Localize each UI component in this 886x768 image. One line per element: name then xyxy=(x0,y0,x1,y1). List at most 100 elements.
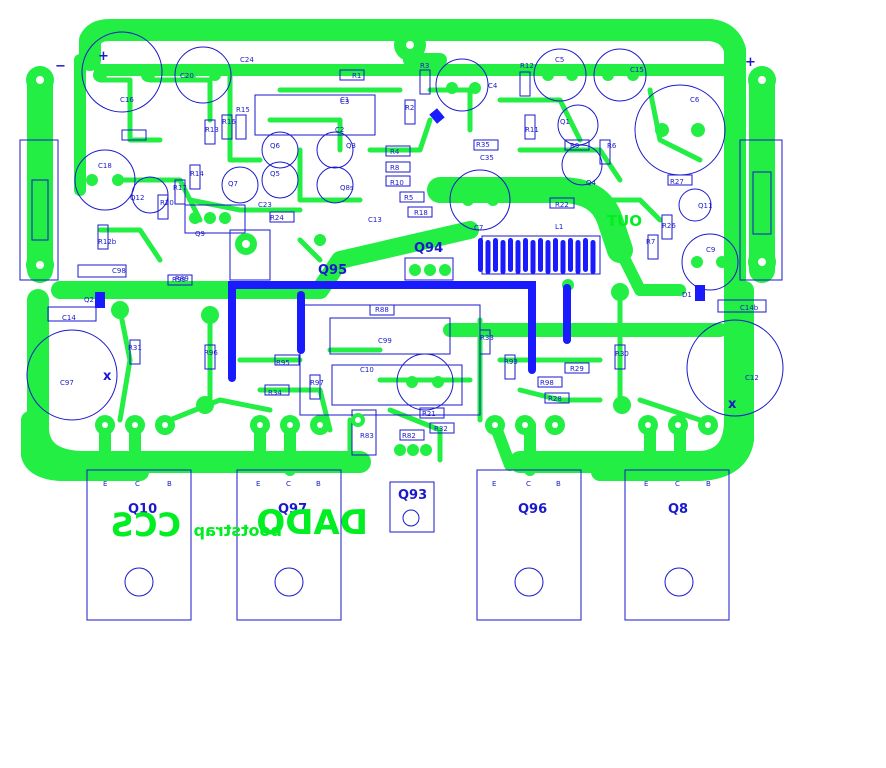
cap-pads xyxy=(86,68,728,388)
right-connector xyxy=(739,139,783,281)
svg-text:R97: R97 xyxy=(310,379,324,387)
svg-text:Q4: Q4 xyxy=(586,179,597,187)
svg-text:Q5: Q5 xyxy=(270,170,280,178)
svg-text:C: C xyxy=(135,480,140,488)
svg-text:R9: R9 xyxy=(570,142,579,150)
svg-text:R29: R29 xyxy=(570,365,584,373)
cap-c15 xyxy=(593,48,647,102)
svg-text:C12: C12 xyxy=(745,374,759,382)
out-trace xyxy=(614,244,686,296)
svg-text:R95: R95 xyxy=(276,359,290,367)
cap-c5 xyxy=(533,48,587,102)
cap-c20 xyxy=(174,46,232,104)
svg-text:R26: R26 xyxy=(662,222,676,230)
svg-text:R16: R16 xyxy=(222,118,236,126)
minus-left: − xyxy=(55,59,66,74)
q95-label: Q95 xyxy=(318,263,347,278)
svg-text:Q8s: Q8s xyxy=(340,184,354,192)
svg-text:Q97: Q97 xyxy=(278,502,307,517)
component-labels: C16 C20 C24 R1 R3 C4 C3 R12 C5 C15 C6 R1… xyxy=(60,56,759,440)
svg-text:C20: C20 xyxy=(180,72,194,80)
svg-text:R98: R98 xyxy=(540,379,554,387)
svg-text:E: E xyxy=(644,480,648,488)
svg-text:R21: R21 xyxy=(422,410,436,418)
cap-c6 xyxy=(634,84,726,176)
svg-text:D1: D1 xyxy=(682,291,692,299)
svg-text:Q3: Q3 xyxy=(346,142,356,150)
svg-text:C10: C10 xyxy=(360,366,374,374)
svg-text:R13: R13 xyxy=(205,126,219,134)
power-transistor-labels: E C B Q10 E C B Q97 E C B Q96 E C B Q8 xyxy=(103,480,711,517)
svg-text:Q8: Q8 xyxy=(668,502,688,517)
svg-text:R10: R10 xyxy=(390,179,404,187)
svg-text:C23: C23 xyxy=(258,201,272,209)
svg-text:E: E xyxy=(256,480,260,488)
coil-winding xyxy=(583,238,588,272)
right-fuse xyxy=(752,171,772,235)
svg-text:C1: C1 xyxy=(340,96,349,104)
svg-text:R20: R20 xyxy=(160,199,174,207)
out-label: OUT xyxy=(606,212,642,230)
coil-winding xyxy=(478,238,483,272)
q93-outline xyxy=(389,481,435,533)
svg-text:B: B xyxy=(706,480,711,488)
coil-winding xyxy=(500,240,506,274)
cap-c16 xyxy=(81,31,163,113)
coil-winding xyxy=(545,240,551,274)
svg-text:R12: R12 xyxy=(520,62,534,70)
cap-c7 xyxy=(449,169,511,231)
svg-text:E: E xyxy=(492,480,496,488)
svg-text:R7: R7 xyxy=(646,238,655,246)
svg-text:Q1: Q1 xyxy=(560,118,570,126)
mirror-title: DADO xyxy=(256,503,368,543)
bottom-left-rail xyxy=(21,411,149,481)
film-caps xyxy=(254,94,481,416)
jumper-wires xyxy=(95,108,705,382)
svg-text:R82: R82 xyxy=(402,432,416,440)
svg-text:R6: R6 xyxy=(607,142,617,150)
svg-text:R31: R31 xyxy=(128,344,142,352)
q94-outline xyxy=(404,257,454,281)
svg-text:R5: R5 xyxy=(404,194,413,202)
svg-text:Q9: Q9 xyxy=(195,230,205,238)
svg-text:R27: R27 xyxy=(670,178,684,186)
coil-winding xyxy=(538,238,543,272)
coil-winding xyxy=(493,238,498,272)
svg-text:R93: R93 xyxy=(504,358,518,366)
cap-c12 xyxy=(686,319,784,417)
svg-text:R88: R88 xyxy=(375,306,389,314)
signal-traces xyxy=(97,67,703,463)
coil-winding xyxy=(485,240,491,274)
x-left: x xyxy=(103,369,112,384)
coil-winding xyxy=(553,238,558,272)
cap-c18 xyxy=(74,149,136,211)
svg-text:C18: C18 xyxy=(98,162,112,170)
svg-text:C13: C13 xyxy=(368,216,382,224)
mirror-small: bootstrap xyxy=(194,521,282,540)
svg-text:C: C xyxy=(675,480,680,488)
cap-c9 xyxy=(681,233,739,291)
svg-text:C98: C98 xyxy=(112,267,126,275)
svg-text:R3: R3 xyxy=(420,62,429,70)
power-transistor-outlines xyxy=(86,469,730,621)
svg-text:Q2: Q2 xyxy=(84,296,94,304)
svg-text:R33: R33 xyxy=(480,334,494,342)
svg-text:C97: C97 xyxy=(60,379,74,387)
svg-text:C16: C16 xyxy=(120,96,134,104)
svg-text:C9: C9 xyxy=(706,246,715,254)
plus-left: + xyxy=(98,49,109,64)
svg-text:C35: C35 xyxy=(480,154,494,162)
svg-text:C7: C7 xyxy=(474,224,483,232)
svg-text:R15: R15 xyxy=(236,106,250,114)
coil-winding xyxy=(515,240,521,274)
svg-text:C24: C24 xyxy=(240,56,254,64)
mirror-subtitle: CCS xyxy=(110,506,181,544)
svg-text:Q7: Q7 xyxy=(228,180,238,188)
svg-text:C4: C4 xyxy=(488,82,498,90)
svg-text:Q12: Q12 xyxy=(130,194,144,202)
inductor-l1 xyxy=(478,235,601,275)
coil-winding xyxy=(560,240,566,274)
coil-winding xyxy=(523,238,528,272)
small-pads xyxy=(111,212,631,456)
